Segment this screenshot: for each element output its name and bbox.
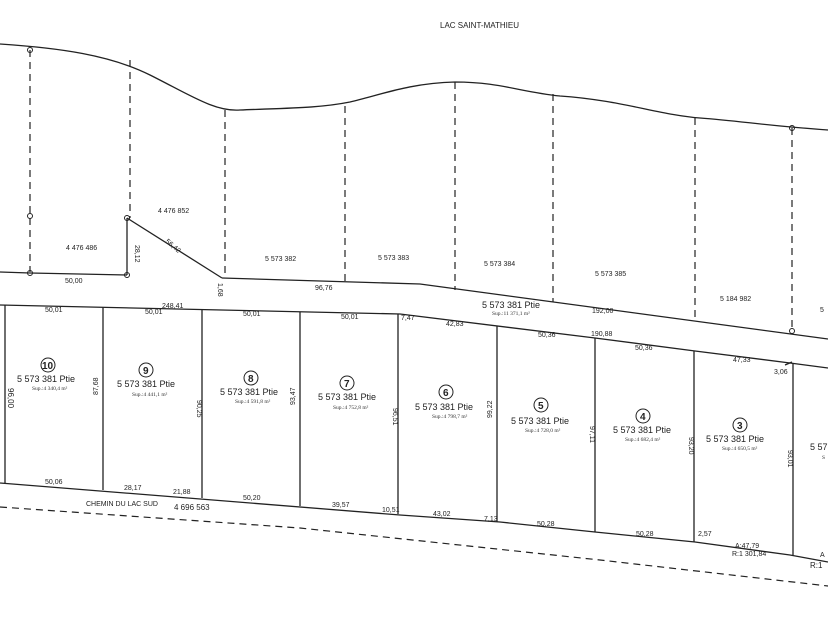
lot-area: Sup.:4 441,1 m² bbox=[132, 392, 168, 398]
dimension: R:1 301,84 bbox=[732, 551, 766, 558]
lot-area: Sup.:4 752,8 m² bbox=[333, 405, 369, 411]
lake-label: LAC SAINT-MATHIEU bbox=[440, 21, 519, 30]
dimension: 97,11 bbox=[588, 426, 595, 443]
upper-lot-label: 4 476 852 bbox=[158, 208, 189, 215]
dimension: 42,83 bbox=[446, 321, 464, 328]
lot-lines bbox=[0, 304, 828, 587]
dimension: 87,68 bbox=[93, 377, 100, 395]
lot-label: 5 573 381 Ptie bbox=[415, 402, 473, 412]
dimension: 1,68 bbox=[216, 283, 223, 297]
dimension: 3,06 bbox=[774, 369, 788, 376]
dimension: 90,25 bbox=[195, 400, 202, 418]
dimension: 7,13 bbox=[484, 516, 498, 523]
lot-number: 9 bbox=[143, 366, 149, 377]
upper-lot-label: 5 573 384 bbox=[484, 261, 515, 268]
dimension: 28,17 bbox=[124, 485, 142, 492]
dimension: 99,22 bbox=[487, 400, 494, 418]
upper-lot-label: 5 bbox=[820, 307, 824, 314]
upper-lot-label: 5 573 382 bbox=[265, 256, 296, 263]
dimension: 39,57 bbox=[332, 502, 350, 509]
strip-label: 5 573 381 Ptie bbox=[482, 300, 540, 310]
dimension: 50,01 bbox=[145, 309, 163, 316]
dimension: 50,20 bbox=[243, 495, 261, 502]
dimension: 93,01 bbox=[786, 450, 793, 468]
lot-area: Sup.:4 650,5 m² bbox=[722, 446, 758, 452]
lot-number: 4 bbox=[640, 412, 646, 423]
dimension: 50,28 bbox=[636, 531, 654, 538]
lot-8[interactable]: 8 5 573 381 Ptie Sup.:4 591,8 m² bbox=[220, 370, 278, 405]
lot-9[interactable]: 9 5 573 381 Ptie Sup.:4 441,1 m² bbox=[117, 362, 175, 398]
dimension: 96,51 bbox=[391, 408, 398, 426]
road-name: CHEMIN DU LAC SUD bbox=[86, 501, 158, 508]
dimension: 96,76 bbox=[315, 285, 333, 292]
lot-10[interactable]: 10 5 573 381 Ptie Sup.:4 340,4 m² bbox=[17, 357, 75, 392]
dimension: 93,20 bbox=[687, 437, 694, 455]
dimension: 190,88 bbox=[591, 331, 613, 338]
dimension: 50,28 bbox=[537, 521, 555, 528]
lot-label: 5 573 381 Ptie bbox=[318, 392, 376, 402]
dimension: R:1 bbox=[810, 561, 823, 570]
lot-5[interactable]: 5 5 573 381 Ptie Sup.:4 728,0 m² bbox=[511, 397, 569, 434]
dimension: 50,00 bbox=[65, 278, 83, 285]
dimension: 50,06 bbox=[45, 479, 63, 486]
dimension: 47,33 bbox=[733, 357, 751, 364]
lot-number: 6 bbox=[443, 388, 449, 399]
upper-lot-label: 5 573 385 bbox=[595, 271, 626, 278]
upper-lot-label: 5 573 383 bbox=[378, 255, 409, 262]
lot-area: S bbox=[822, 455, 825, 461]
dimension: 93,47 bbox=[290, 387, 297, 405]
dimension: 248,41 bbox=[162, 303, 184, 310]
dimension: 50,36 bbox=[538, 332, 556, 339]
lot-2-partial[interactable]: 5 57 S bbox=[810, 442, 828, 461]
lot-label: 5 573 381 Ptie bbox=[706, 434, 764, 444]
lake-shoreline bbox=[0, 43, 828, 131]
dimension: 21,88 bbox=[173, 489, 191, 496]
dimension: 7,47 bbox=[401, 315, 415, 322]
lot-area: Sup.:4 682,4 m² bbox=[625, 437, 661, 443]
upper-lot-label: 4 476 486 bbox=[66, 245, 97, 252]
upper-lot-lines bbox=[0, 47, 828, 340]
lot-label: 5 57 bbox=[810, 442, 828, 452]
dimension: 56,42 bbox=[164, 238, 182, 255]
dimension: 43,02 bbox=[433, 511, 451, 518]
lot-number: 5 bbox=[538, 401, 544, 412]
lot-label: 5 573 381 Ptie bbox=[17, 374, 75, 384]
dimension: A:47,79 bbox=[735, 543, 759, 550]
dimension: 10,51 bbox=[382, 507, 400, 514]
dimension: 50,01 bbox=[341, 314, 359, 321]
lot-area: Sup.:4 798,7 m² bbox=[432, 414, 468, 420]
lot-3[interactable]: 3 5 573 381 Ptie Sup.:4 650,5 m² bbox=[706, 417, 764, 452]
upper-lot-label: 5 184 982 bbox=[720, 296, 751, 303]
road-number: 4 696 563 bbox=[174, 503, 210, 512]
lot-area: Sup.:4 728,0 m² bbox=[525, 428, 561, 434]
dimension: 96,00 bbox=[6, 388, 15, 409]
dimension: A bbox=[820, 552, 825, 559]
dimension: 50,36 bbox=[635, 345, 653, 352]
lot-number: 3 bbox=[737, 421, 743, 432]
lot-number: 7 bbox=[344, 379, 350, 390]
lot-number: 8 bbox=[248, 374, 254, 385]
lot-6[interactable]: 6 5 573 381 Ptie Sup.:4 798,7 m² bbox=[415, 384, 473, 420]
lot-label: 5 573 381 Ptie bbox=[511, 416, 569, 426]
dimension: 192,00 bbox=[592, 308, 614, 315]
strip-area: Sup.:11 371,1 m² bbox=[492, 311, 530, 317]
dimension: 50,01 bbox=[243, 311, 261, 318]
lot-label: 5 573 381 Ptie bbox=[220, 387, 278, 397]
lot-4[interactable]: 4 5 573 381 Ptie Sup.:4 682,4 m² bbox=[613, 408, 671, 443]
dimension: 50,01 bbox=[45, 307, 63, 314]
lot-label: 5 573 381 Ptie bbox=[613, 425, 671, 435]
lot-area: Sup.:4 591,8 m² bbox=[235, 399, 271, 405]
lot-area: Sup.:4 340,4 m² bbox=[32, 386, 68, 392]
lot-7[interactable]: 7 5 573 381 Ptie Sup.:4 752,8 m² bbox=[318, 375, 376, 411]
dimension: 28,12 bbox=[133, 245, 140, 263]
lot-label: 5 573 381 Ptie bbox=[117, 379, 175, 389]
dimension: 2,57 bbox=[698, 531, 712, 538]
lot-number: 10 bbox=[42, 361, 54, 372]
